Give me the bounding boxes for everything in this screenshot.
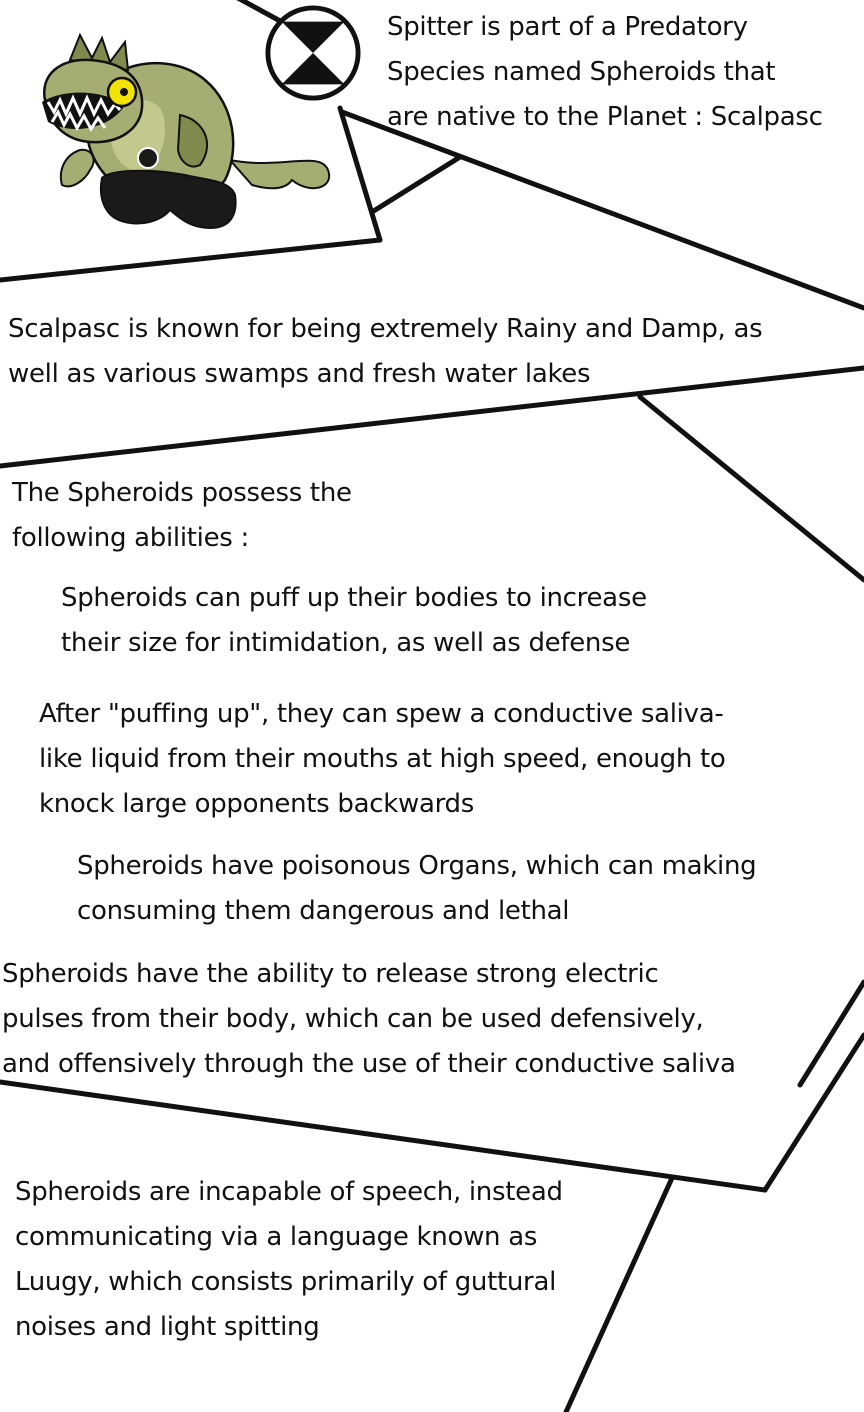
creature-tail [227, 158, 331, 190]
creature-arm [60, 148, 95, 188]
panel-border-intro-right [337, 105, 383, 243]
panel-border-speech-diagonal [762, 1032, 864, 1193]
ability-spew-line-2: like liquid from their mouths at high sp… [39, 744, 726, 774]
omnitrix-badge-icon [265, 5, 361, 101]
ability-poison-line-2: consuming them dangerous and lethal [77, 896, 570, 926]
panel-border-electric-bottom [0, 1079, 768, 1193]
intro-line-2: Species named Spheroids that [387, 57, 776, 87]
ability-puff-line-2: their size for intimidation, as well as … [61, 628, 631, 658]
planet-line-1: Scalpasc is known for being extremely Ra… [8, 314, 763, 344]
planet-text: Scalpasc is known for being extremely Ra… [8, 307, 763, 397]
ability-electric-line-1: Spheroids have the ability to release st… [2, 959, 659, 989]
speech-line-2: communicating via a language known as [15, 1222, 538, 1252]
ability-puff-line-1: Spheroids can puff up their bodies to in… [61, 583, 647, 613]
creature-pupil [120, 88, 128, 96]
speech-line-3: Luugy, which consists primarily of guttu… [15, 1267, 556, 1297]
ability-spew-line-3: knock large opponents backwards [39, 789, 474, 819]
ability-electric-line-3: and offensively through the use of their… [2, 1049, 736, 1079]
abilities-intro-text: The Spheroids possess the following abil… [12, 471, 352, 561]
panel-border-intro-bottom [0, 237, 383, 283]
creature-arm-right [176, 113, 209, 168]
speech-line-1: Spheroids are incapable of speech, inste… [15, 1177, 563, 1207]
abilities-intro-line-1: The Spheroids possess the [12, 478, 352, 508]
intro-line-1: Spitter is part of a Predatory [387, 12, 748, 42]
ability-electric-line-2: pulses from their body, which can be use… [2, 1004, 704, 1034]
abilities-intro-line-2: following abilities : [12, 523, 249, 553]
panel-border-intro-inner [369, 154, 463, 215]
planet-line-2: well as various swamps and fresh water l… [8, 359, 591, 389]
creature-teeth [46, 94, 122, 132]
ability-poison-text: Spheroids have poisonous Organs, which c… [77, 844, 757, 934]
panel-border-intro-diagonal [339, 109, 864, 311]
ability-electric-text: Spheroids have the ability to release st… [2, 952, 736, 1087]
spheroid-creature-illustration [42, 32, 331, 230]
panel-border-top-diagonal [236, 0, 285, 25]
speech-line-4: noises and light spitting [15, 1312, 320, 1342]
panel-border-speech-right [563, 1175, 675, 1412]
creature-belt-badge [137, 147, 159, 169]
ability-spew-line-1: After "puffing up", they can spew a cond… [39, 699, 724, 729]
ability-puff-text: Spheroids can puff up their bodies to in… [61, 576, 647, 666]
ability-spew-text: After "puffing up", they can spew a cond… [39, 692, 726, 827]
speech-text: Spheroids are incapable of speech, inste… [15, 1170, 563, 1350]
ability-poison-line-1: Spheroids have poisonous Organs, which c… [77, 851, 757, 881]
panel-border-planet-bottom [0, 365, 864, 469]
intro-text: Spitter is part of a Predatory Species n… [387, 5, 823, 140]
creature-shorts [100, 169, 237, 230]
intro-line-3: are native to the Planet : Scalpasc [387, 102, 823, 132]
panel-border-abilities-diagonal [637, 394, 864, 583]
panel-border-electric-right [797, 979, 864, 1088]
